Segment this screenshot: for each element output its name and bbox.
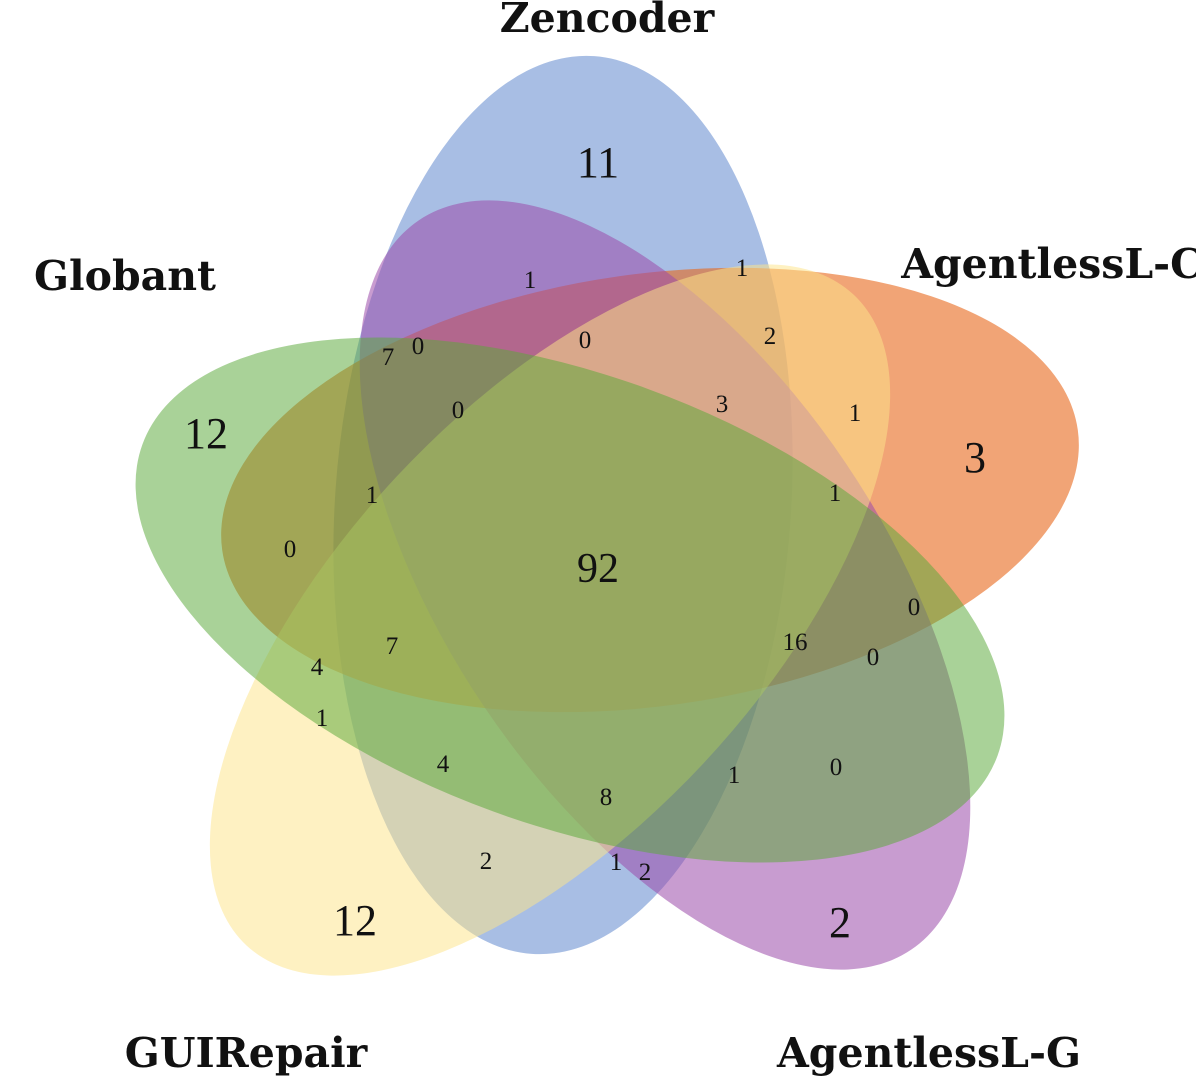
region-count: 1 [849,400,862,427]
region-count: 1 [829,480,842,507]
set-ellipse-globant [135,337,1005,863]
region-count: 2 [480,848,493,875]
region-count: 1 [610,849,623,876]
region-count: 0 [412,333,425,360]
region-count: 1 [728,762,741,789]
region-count: 2 [829,898,851,947]
set-label-agentless-c: AgentlessL-C [900,240,1196,288]
region-count: 92 [577,546,619,592]
region-count: 7 [382,344,395,371]
region-count: 1 [316,705,329,732]
region-count: 0 [908,594,921,621]
region-count: 0 [284,536,297,563]
region-count: 0 [579,327,592,354]
set-label-guirepair: GUIRepair [125,1029,369,1077]
region-count: 8 [600,784,613,811]
region-count: 4 [437,751,450,778]
region-count: 11 [577,138,619,187]
region-count: 4 [311,654,324,681]
set-label-globant: Globant [34,252,216,300]
region-count: 7 [386,633,399,660]
region-count: 2 [764,323,777,350]
region-count: 2 [639,859,652,886]
set-label-agentless-g: AgentlessL-G [776,1029,1081,1077]
region-count: 1 [366,482,379,509]
region-count: 3 [964,433,986,482]
region-count: 16 [783,629,808,656]
region-count: 0 [452,397,465,424]
set-label-zencoder: Zencoder [500,0,716,42]
region-count: 1 [524,267,537,294]
region-count: 0 [867,644,880,671]
region-count: 12 [184,409,228,458]
region-count: 1 [736,255,749,282]
region-count: 3 [716,391,729,418]
region-count: 0 [830,754,843,781]
region-count: 12 [333,896,377,945]
